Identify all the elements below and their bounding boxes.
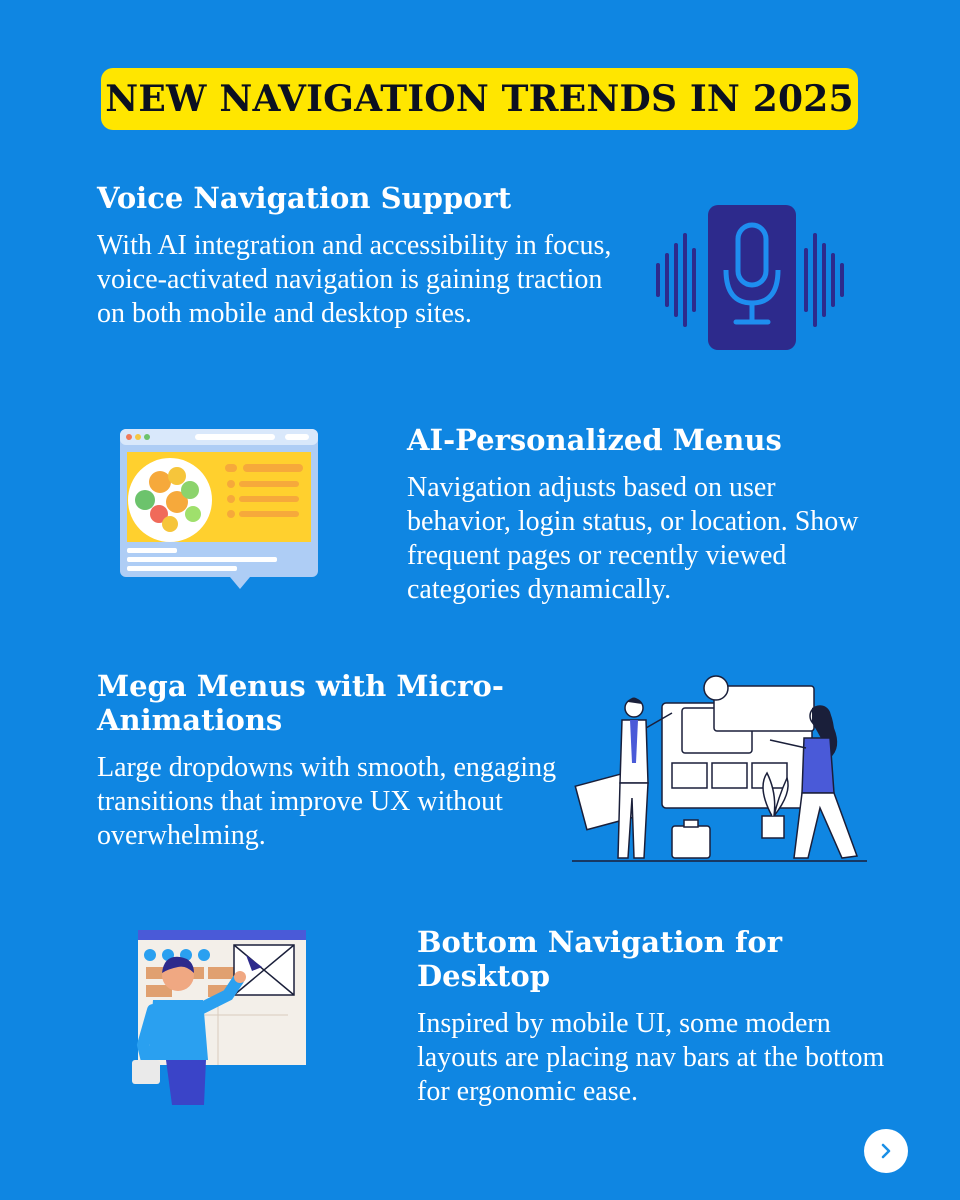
section-body: With AI integration and accessibility in… — [97, 230, 612, 329]
section-bottom-navigation: Bottom Navigation for Desktop Inspired b… — [417, 925, 897, 1109]
next-button[interactable] — [864, 1129, 908, 1173]
chevron-right-icon — [881, 1143, 891, 1159]
section-body: Inspired by mobile UI, some modern layou… — [417, 1008, 885, 1107]
section-heading: Voice Navigation Support — [97, 181, 512, 215]
section-mega-menus: Mega Menus with Micro-Animations Large d… — [97, 669, 567, 853]
browser-window-food-icon — [115, 424, 325, 594]
designers-wireframe-icon — [572, 668, 867, 868]
person-touching-screen-icon — [128, 925, 308, 1110]
section-voice-navigation: Voice Navigation Support With AI integra… — [97, 181, 617, 331]
section-heading: AI-Personalized Menus — [407, 423, 782, 457]
title-banner: NEW NAVIGATION TRENDS IN 2025 — [101, 68, 858, 130]
microphone-phone-icon — [650, 200, 850, 355]
section-heading: Bottom Navigation for Desktop — [417, 925, 783, 993]
page-title: NEW NAVIGATION TRENDS IN 2025 — [105, 78, 854, 120]
section-ai-personalized-menus: AI-Personalized Menus Navigation adjusts… — [407, 423, 877, 607]
section-body: Large dropdowns with smooth, engaging tr… — [97, 752, 557, 851]
section-heading: Mega Menus with Micro-Animations — [97, 669, 504, 737]
section-body: Navigation adjusts based on user behavio… — [407, 472, 859, 605]
